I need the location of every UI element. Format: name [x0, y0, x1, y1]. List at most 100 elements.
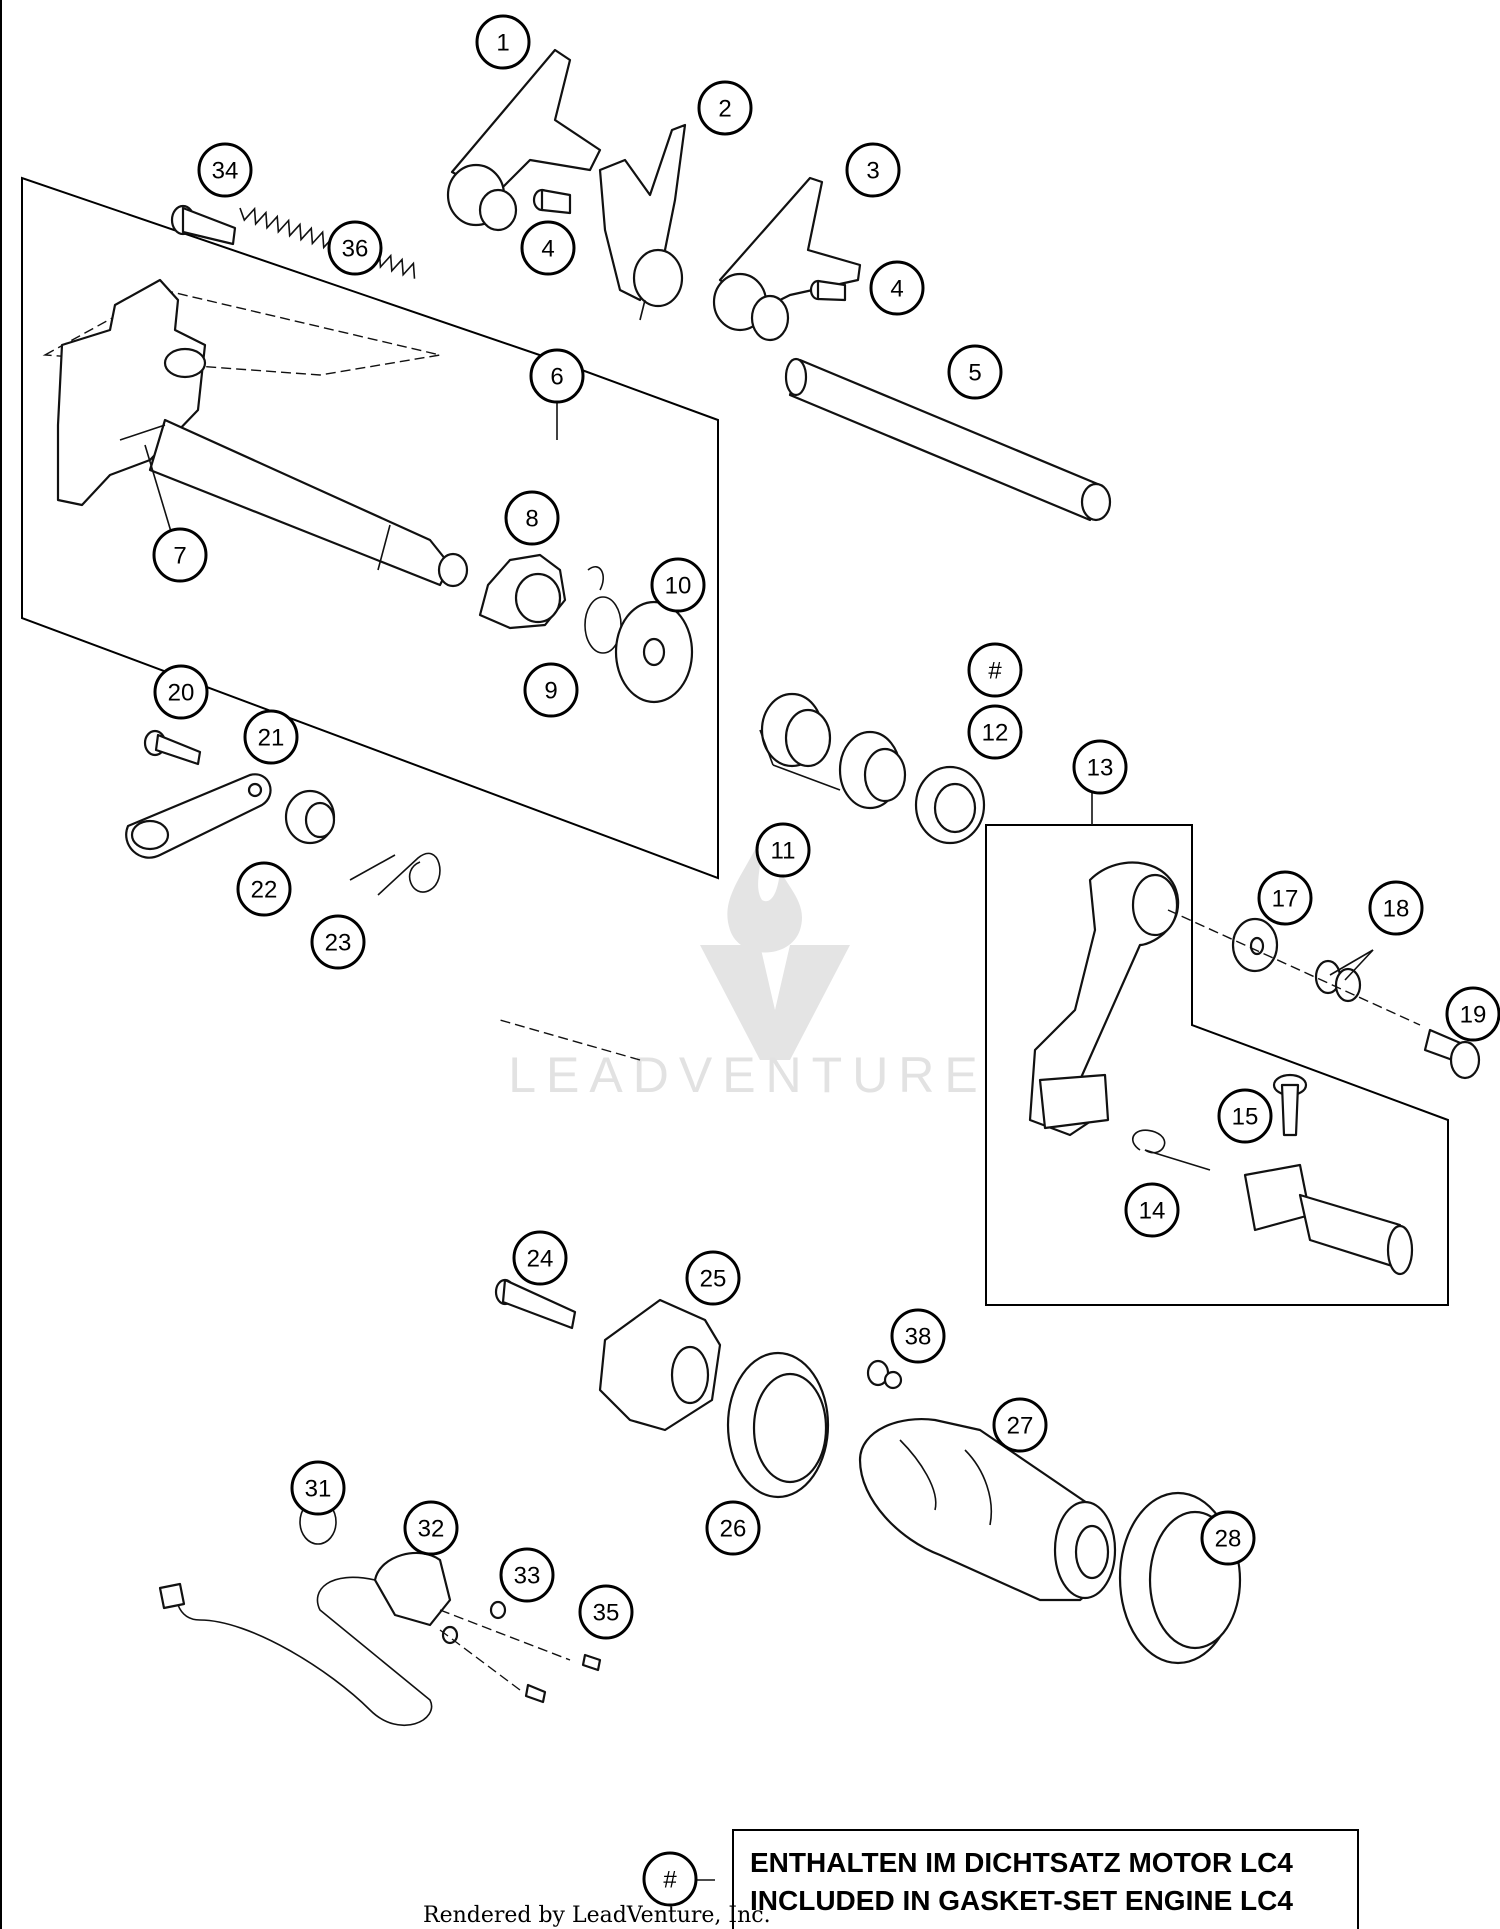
callout-15: 15	[1217, 1088, 1273, 1144]
svg-text:33: 33	[514, 1563, 541, 1590]
callout-25: 25	[685, 1250, 741, 1306]
callout-12: 12	[967, 704, 1023, 760]
leader-lines	[144, 400, 1421, 1881]
callout-38: 38	[890, 1308, 946, 1364]
svg-text:12: 12	[982, 720, 1009, 747]
part-2-shift-fork	[598, 123, 687, 321]
svg-text:13: 13	[1087, 755, 1114, 782]
callout-13: 13	[1072, 739, 1128, 795]
part-19-bolt	[1423, 1028, 1481, 1080]
callout-24: 24	[512, 1230, 568, 1286]
callout-35: 35	[578, 1584, 634, 1640]
part-9-clip	[584, 566, 622, 654]
legend-box	[732, 1829, 1359, 1929]
svg-text:5: 5	[968, 360, 981, 387]
svg-text:38: 38	[905, 1324, 932, 1351]
part-22-roller	[284, 789, 336, 845]
svg-text:6: 6	[550, 364, 563, 391]
callout-4-lower: 4	[869, 260, 925, 316]
callout-17: 17	[1257, 870, 1313, 926]
part-8-bushing	[478, 553, 567, 630]
svg-text:35: 35	[593, 1600, 620, 1627]
callout-11: 11	[755, 822, 811, 878]
svg-text:9: 9	[544, 678, 557, 705]
callout-14: 14	[1124, 1182, 1180, 1238]
part-11-needle-bearing-b	[838, 730, 907, 810]
part-36-spring	[239, 206, 416, 279]
callout-32: 32	[403, 1500, 459, 1556]
callout-19: 19	[1445, 986, 1500, 1042]
svg-text:24: 24	[527, 1246, 554, 1273]
svg-text:11: 11	[771, 838, 796, 865]
svg-text:7: 7	[173, 543, 186, 570]
part-3-shift-fork	[712, 176, 862, 342]
svg-text:10: 10	[665, 573, 692, 600]
callout-9: 9	[523, 662, 579, 718]
part-24-bolt	[494, 1278, 577, 1330]
leadventure-watermark: LEADVENTURE	[508, 840, 988, 1103]
callout-4-upper: 4	[520, 220, 576, 276]
part-17-washer	[1231, 917, 1279, 973]
callout-hash: #	[967, 642, 1023, 698]
part-15-pin	[1272, 1073, 1308, 1137]
part-35-screws	[524, 1653, 602, 1704]
svg-text:1: 1	[496, 30, 509, 57]
svg-text:3: 3	[866, 158, 879, 185]
part-34-bolt	[170, 204, 237, 246]
callout-7: 7	[152, 527, 208, 583]
callout-28: 28	[1200, 1510, 1256, 1566]
svg-text:28: 28	[1215, 1526, 1242, 1553]
svg-text:4: 4	[541, 236, 554, 263]
callout-26: 26	[705, 1500, 761, 1556]
legend-line-german: ENTHALTEN IM DICHTSATZ MOTOR LC4	[750, 1847, 1293, 1878]
part-33-washers	[441, 1600, 507, 1645]
svg-text:23: 23	[325, 930, 352, 957]
svg-text:34: 34	[212, 158, 239, 185]
part-13-shift-lever	[1028, 861, 1180, 1137]
part-20-pin	[143, 729, 202, 766]
part-12-shaft-seal	[914, 765, 986, 845]
shift-pedal-tip	[1243, 1163, 1414, 1276]
callout-8: 8	[504, 490, 560, 546]
svg-text:17: 17	[1272, 886, 1299, 913]
legend-line-english: INCLUDED IN GASKET-SET ENGINE LC4	[750, 1885, 1293, 1916]
callout-6: 6	[529, 348, 585, 404]
svg-text:15: 15	[1232, 1104, 1259, 1131]
shift-lever-group-frame	[985, 824, 1449, 1306]
svg-text:27: 27	[1007, 1413, 1034, 1440]
svg-text:2: 2	[718, 96, 731, 123]
callout-20: 20	[153, 664, 209, 720]
part-27-shift-drum	[858, 1418, 1117, 1602]
footer-credit: Rendered by LeadVenture, Inc.	[423, 1903, 771, 1928]
part-14-spring	[1132, 1129, 1211, 1171]
part-25-shift-drum-locating	[598, 1298, 722, 1432]
part-10-washer	[614, 600, 694, 704]
legend-hash-marker: #	[642, 1851, 698, 1907]
svg-text:18: 18	[1383, 896, 1410, 923]
callout-31: 31	[290, 1460, 346, 1516]
svg-text:14: 14	[1139, 1198, 1166, 1225]
svg-text:19: 19	[1460, 1002, 1487, 1029]
part-1-shift-fork	[446, 48, 602, 232]
shift-shaft-dashed-outline	[42, 289, 441, 376]
part-38-screw	[866, 1359, 903, 1390]
svg-text:#: #	[988, 658, 1002, 685]
callout-2: 2	[697, 80, 753, 136]
svg-text:36: 36	[342, 236, 369, 263]
svg-text:4: 4	[890, 276, 903, 303]
callout-27: 27	[992, 1397, 1048, 1453]
part-5-fork-rail	[784, 357, 1112, 522]
part-4-pin-lower	[809, 279, 847, 302]
svg-text:26: 26	[720, 1516, 747, 1543]
callout-33: 33	[499, 1547, 555, 1603]
part-26-bearing	[726, 1351, 830, 1499]
callout-36: 36	[327, 220, 383, 276]
part-23-spring	[349, 852, 441, 896]
callout-5: 5	[947, 344, 1003, 400]
shift-shaft-group-frame	[21, 176, 719, 880]
part-32-gear-position-sensor	[158, 1551, 452, 1727]
watermark-text: LEADVENTURE	[508, 1047, 988, 1103]
svg-text:#: #	[663, 1867, 677, 1894]
